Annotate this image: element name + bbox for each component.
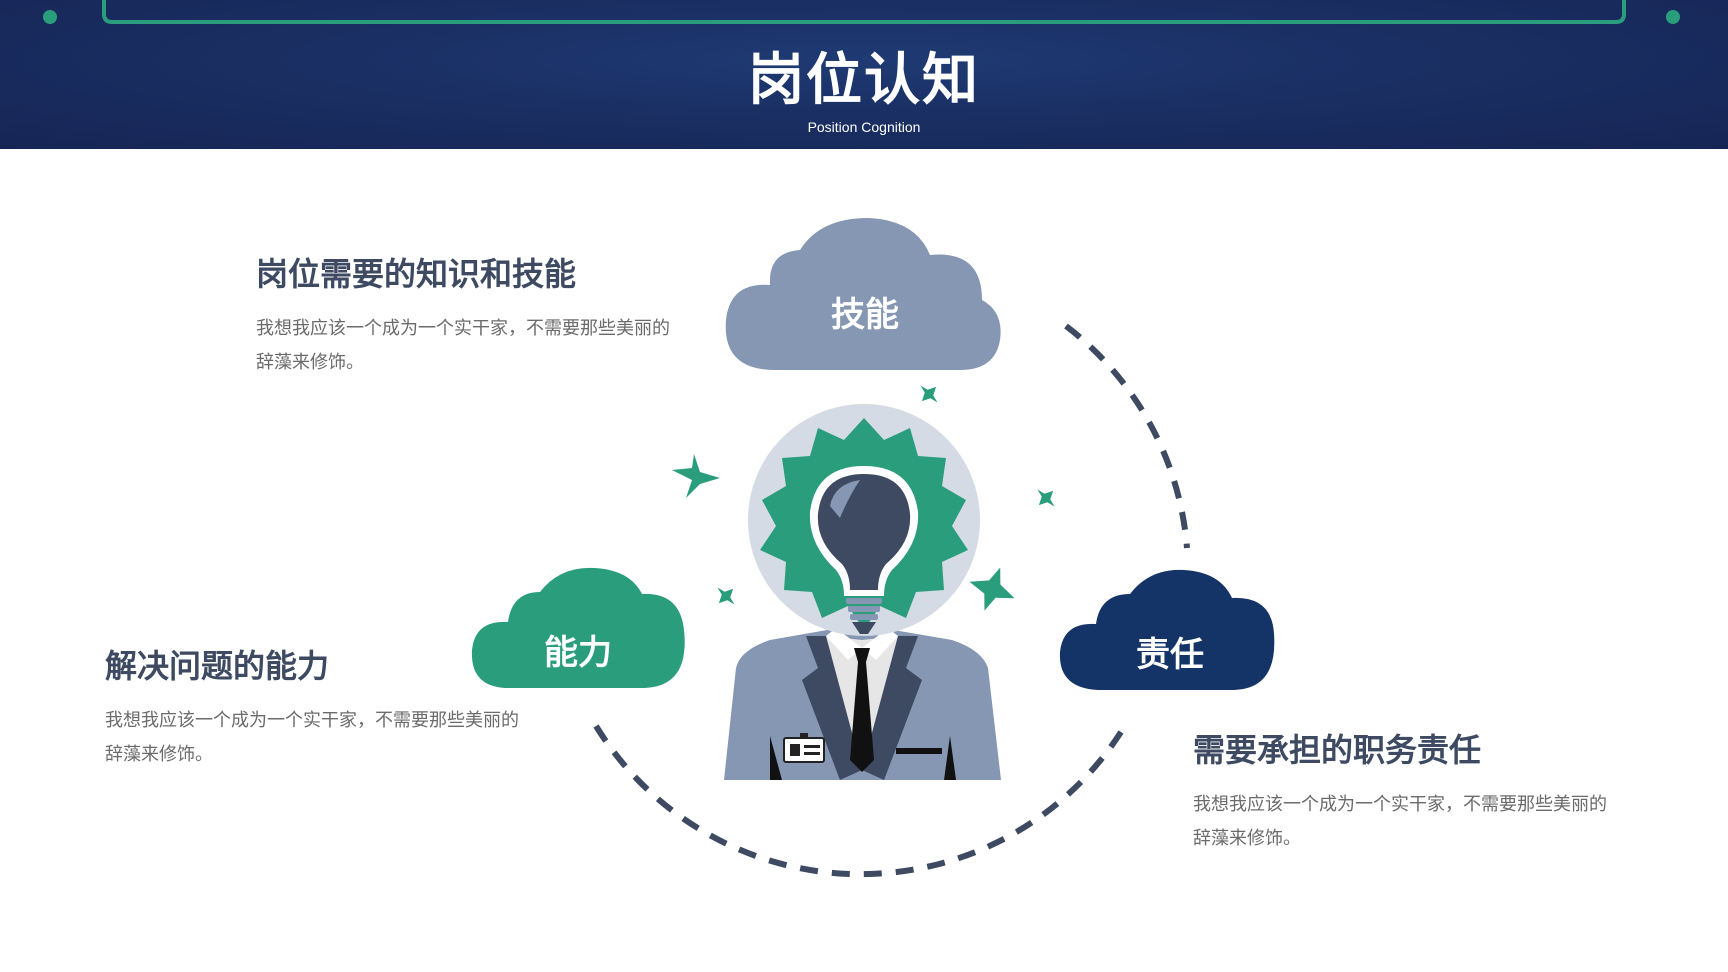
cloud-icon-skills: 技能 [725,218,1001,370]
block-knowledge-desc: 我想我应该一个成为一个实干家，不需要那些美丽的 辞藻来修饰。 [256,312,696,380]
block-ability-desc-line1: 我想我应该一个成为一个实干家，不需要那些美丽的 [105,710,519,731]
cloud-label-skills: 技能 [831,295,899,335]
cloud-icon-duty: 责任 [1059,569,1275,690]
cloud-label-duty: 责任 [1136,635,1204,675]
header-dot-right [1666,10,1680,24]
cloud-icon-ability: 能力 [471,567,685,688]
header-band: 岗位认知 Position Cognition [0,0,1728,149]
block-duty-title: 需要承担的职务责任 [1193,731,1482,769]
block-duty-desc: 我想我应该一个成为一个实干家，不需要那些美丽的 辞藻来修饰。 [1193,788,1633,856]
block-knowledge: 岗位需要的知识和技能 我想我应该一个成为一个实干家，不需要那些美丽的 辞藻来修饰… [256,254,696,380]
block-duty: 需要承担的职务责任 我想我应该一个成为一个实干家，不需要那些美丽的 辞藻来修饰。 [1193,730,1633,856]
dashed-arc-right [1064,323,1190,549]
block-ability-desc-line2: 辞藻来修饰。 [105,744,213,765]
businessman-icon [724,626,1001,780]
block-ability-desc: 我想我应该一个成为一个实干家，不需要那些美丽的 辞藻来修饰。 [105,704,545,772]
block-duty-desc-line1: 我想我应该一个成为一个实干家，不需要那些美丽的 [1193,794,1607,815]
block-ability: 解决问题的能力 我想我应该一个成为一个实干家，不需要那些美丽的 辞藻来修饰。 [105,646,545,772]
sparkle-icon [672,385,1055,611]
header-frame-decoration [43,0,1680,24]
block-knowledge-desc-line1: 我想我应该一个成为一个实干家，不需要那些美丽的 [256,318,670,339]
block-knowledge-desc-line2: 辞藻来修饰。 [256,352,364,373]
header-dot-left [43,10,57,24]
block-knowledge-title: 岗位需要的知识和技能 [256,255,577,293]
dashed-arc-bottom [593,722,1129,878]
lightbulb-icon [748,404,980,636]
block-duty-desc-line2: 辞藻来修饰。 [1193,828,1301,849]
page-subtitle: Position Cognition [807,119,921,135]
block-ability-title: 解决问题的能力 [105,647,330,685]
cloud-label-ability: 能力 [544,633,612,673]
page-title: 岗位认知 [748,47,980,113]
